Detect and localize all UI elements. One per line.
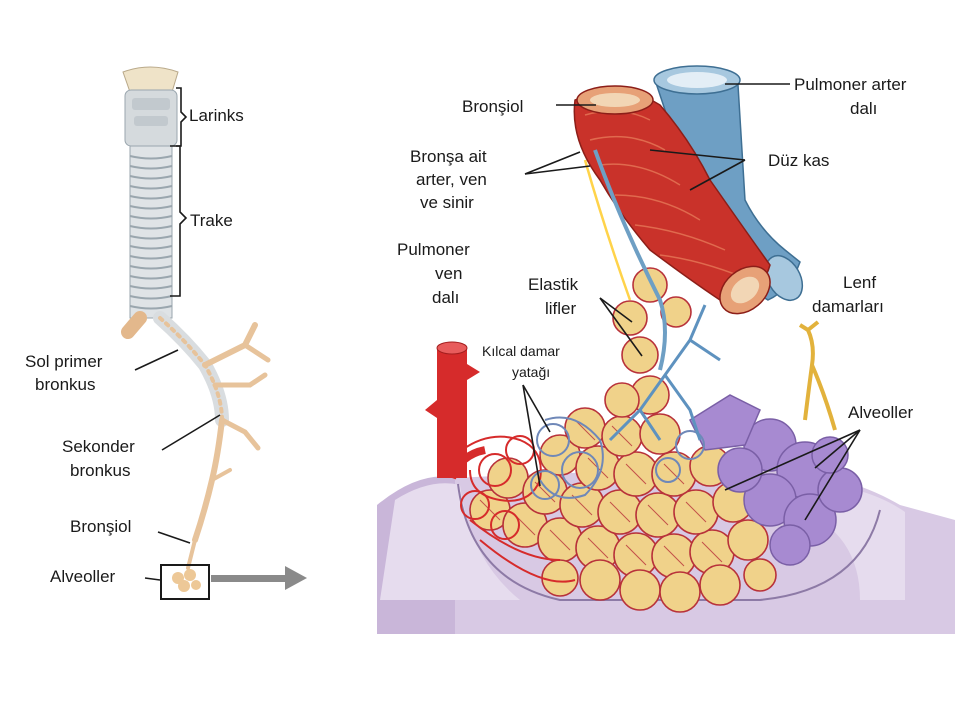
label-lenf-line2: damarları (812, 297, 884, 316)
label-pulmoner-ven-line1: Pulmoner (397, 240, 470, 259)
larynx-illustration (122, 66, 179, 147)
arrow-right-icon (211, 566, 307, 590)
left-panel: Larinks Trake Sol primer bronkus Sekonde… (25, 40, 360, 640)
label-alveoller-left: Alveoller (50, 567, 116, 586)
lymph-vessel (798, 320, 837, 431)
label-sekonder-line2: bronkus (70, 461, 130, 480)
kilcal-pointer-1 (522, 384, 551, 433)
pulmonary-branches-blue (608, 304, 721, 442)
bronsa-pointer-2 (524, 165, 591, 175)
capillary-bed-blue (530, 416, 705, 500)
label-pulmoner-ven-line2: ven (435, 264, 462, 283)
alveoli-zoom-box (160, 564, 210, 600)
sekonder-pointer (161, 414, 221, 451)
alveoller-right-pointer-2 (814, 429, 861, 469)
sol-primer-pointer (134, 349, 179, 371)
purple-alveoli (689, 394, 863, 566)
label-kilcal-line2: yatağı (512, 364, 550, 380)
label-bronsa-line1: Bronşa ait (410, 147, 487, 166)
label-pulmoner-ven-line3: dalı (432, 288, 459, 307)
alveoli-cluster (469, 267, 777, 613)
label-alveoller-right: Alveoller (848, 403, 914, 422)
right-panel: Pulmoner arter dalı Bronşiol Bronşa ait … (375, 40, 955, 634)
label-elastik-line1: Elastik (528, 275, 579, 294)
label-duz-kas: Düz kas (768, 151, 829, 170)
label-lenf-line1: Lenf (843, 273, 876, 292)
label-pulmoner-arter-line1: Pulmoner arter (794, 75, 907, 94)
label-sol-primer-line2: bronkus (35, 375, 95, 394)
label-trake: Trake (190, 211, 233, 230)
label-bronsiol-right: Bronşiol (462, 97, 523, 116)
duz-kas-pointer-1 (649, 149, 746, 161)
bronchial-tree-illustration (121, 311, 271, 592)
label-bronsa-line3: ve sinir (420, 193, 474, 212)
label-sekonder-line1: Sekonder (62, 437, 135, 456)
right-pointer-lines (522, 83, 861, 521)
alveoller-right-pointer-1 (724, 429, 861, 491)
label-pulmoner-arter-line2: dalı (850, 99, 877, 118)
bronsa-pointer-1 (524, 151, 581, 175)
bronsiol-left-pointer (157, 531, 191, 544)
alveoller-right-pointer-3 (804, 429, 861, 521)
elastik-pointer-2 (599, 297, 643, 357)
trake-brace (170, 145, 188, 297)
larinks-brace (176, 87, 188, 147)
pulmoner-ven-vessel (425, 341, 486, 480)
label-elastik-line2: lifler (545, 299, 577, 318)
kilcal-pointer-2 (522, 384, 541, 487)
alveoller-left-pointer (144, 577, 161, 581)
bronsiol-vessel (573, 85, 771, 371)
label-bronsiol-left: Bronşiol (70, 517, 131, 536)
trachea-illustration (129, 145, 173, 319)
label-bronsa-line2: arter, ven (416, 170, 487, 189)
label-larinks: Larinks (189, 106, 244, 125)
elastik-pointer-1 (599, 297, 633, 323)
label-sol-primer-line1: Sol primer (25, 352, 103, 371)
duz-kas-pointer-2 (689, 159, 746, 191)
label-kilcal-line1: Kılcal damar (482, 343, 560, 359)
